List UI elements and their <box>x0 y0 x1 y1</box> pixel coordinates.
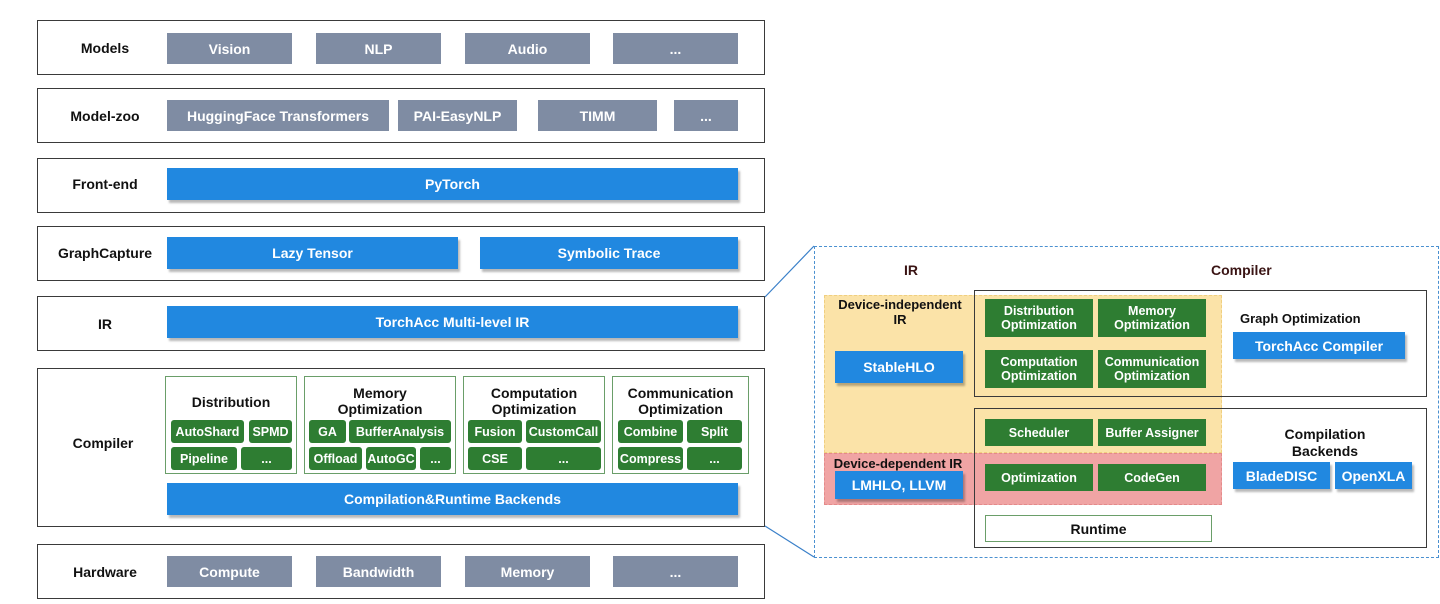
ir-stablehlo[interactable]: StableHLO <box>835 351 963 383</box>
item-spmd[interactable]: SPMD <box>249 420 292 443</box>
opt-memory[interactable]: Memory Optimization <box>1098 299 1206 337</box>
item-customcall[interactable]: CustomCall <box>526 420 601 443</box>
hw-compute[interactable]: Compute <box>167 556 292 587</box>
model-audio[interactable]: Audio <box>465 33 590 64</box>
group-title-computation: Computation Optimization <box>490 385 578 417</box>
torchacc-compiler[interactable]: TorchAcc Compiler <box>1233 332 1405 359</box>
hw-bandwidth[interactable]: Bandwidth <box>316 556 441 587</box>
connector-bottom-line <box>764 525 815 558</box>
zoo-pai-easynlp[interactable]: PAI-EasyNLP <box>398 100 517 131</box>
graph-optimization-label: Graph Optimization <box>1240 311 1361 326</box>
item-computation-more[interactable]: ... <box>526 447 601 470</box>
backend-bladedisc[interactable]: BladeDISC <box>1233 462 1330 489</box>
group-title-memory: Memory Optimization <box>337 385 423 417</box>
item-pipeline[interactable]: Pipeline <box>171 447 237 470</box>
hw-memory[interactable]: Memory <box>465 556 590 587</box>
layer-label-front-end: Front-end <box>72 176 138 192</box>
item-fusion[interactable]: Fusion <box>468 420 522 443</box>
ir-lmhlo-llvm[interactable]: LMHLO, LLVM <box>835 471 963 499</box>
item-autogc[interactable]: AutoGC <box>366 447 416 470</box>
compilation-backend-box <box>974 408 1427 548</box>
opt-distribution[interactable]: Distribution Optimization <box>985 299 1093 337</box>
item-cse[interactable]: CSE <box>468 447 522 470</box>
layer-label-compiler: Compiler <box>72 435 134 451</box>
layer-label-ir: IR <box>98 316 112 332</box>
compilation-runtime-backends[interactable]: Compilation&Runtime Backends <box>167 483 738 515</box>
layer-label-hardware: Hardware <box>73 564 137 580</box>
capture-lazy-tensor[interactable]: Lazy Tensor <box>167 237 458 269</box>
compilation-backends-label: Compilation Backends <box>1284 426 1366 459</box>
item-communication-more[interactable]: ... <box>687 447 742 470</box>
group-title-distribution: Distribution <box>191 394 271 410</box>
backend-runtime-label: Runtime <box>1070 520 1127 537</box>
backend-runtime[interactable]: Runtime <box>985 515 1212 542</box>
capture-symbolic-trace[interactable]: Symbolic Trace <box>480 237 738 269</box>
layer-label-models: Models <box>80 40 130 56</box>
item-offload[interactable]: Offload <box>309 447 362 470</box>
device-dependent-label: Device-dependent IR <box>833 456 963 471</box>
item-bufferanalysis[interactable]: BufferAnalysis <box>349 420 451 443</box>
model-more[interactable]: ... <box>613 33 738 64</box>
backend-optimization[interactable]: Optimization <box>985 464 1093 491</box>
zoo-huggingface[interactable]: HuggingFace Transformers <box>167 100 389 131</box>
item-autoshard[interactable]: AutoShard <box>171 420 244 443</box>
backend-openxla[interactable]: OpenXLA <box>1335 462 1412 489</box>
backend-codegen[interactable]: CodeGen <box>1098 464 1206 491</box>
detail-compiler-heading: Compiler <box>1211 262 1272 278</box>
item-compress[interactable]: Compress <box>618 447 683 470</box>
model-nlp[interactable]: NLP <box>316 33 441 64</box>
layer-label-model-zoo: Model-zoo <box>70 108 140 124</box>
detail-ir-heading: IR <box>904 262 918 278</box>
item-distribution-more[interactable]: ... <box>241 447 292 470</box>
opt-computation[interactable]: Computation Optimization <box>985 350 1093 388</box>
ir-torchacc-multilevel[interactable]: TorchAcc Multi-level IR <box>167 306 738 338</box>
zoo-timm[interactable]: TIMM <box>538 100 657 131</box>
graph-optimization-box <box>974 290 1427 397</box>
hw-more[interactable]: ... <box>613 556 738 587</box>
frontend-pytorch[interactable]: PyTorch <box>167 168 738 200</box>
group-title-communication: Communication Optimization <box>627 385 734 417</box>
item-memory-more[interactable]: ... <box>420 447 451 470</box>
backend-scheduler[interactable]: Scheduler <box>985 419 1093 446</box>
device-independent-label: Device-independent IR <box>838 297 962 327</box>
layer-label-graphcapture: GraphCapture <box>57 245 153 261</box>
item-split[interactable]: Split <box>687 420 742 443</box>
model-vision[interactable]: Vision <box>167 33 292 64</box>
connector-top-line <box>764 245 815 298</box>
zoo-more[interactable]: ... <box>674 100 738 131</box>
detail-panel <box>814 246 1439 558</box>
item-ga[interactable]: GA <box>309 420 346 443</box>
opt-communication[interactable]: Communication Optimization <box>1098 350 1206 388</box>
item-combine[interactable]: Combine <box>618 420 683 443</box>
backend-buffer-assigner[interactable]: Buffer Assigner <box>1098 419 1206 446</box>
